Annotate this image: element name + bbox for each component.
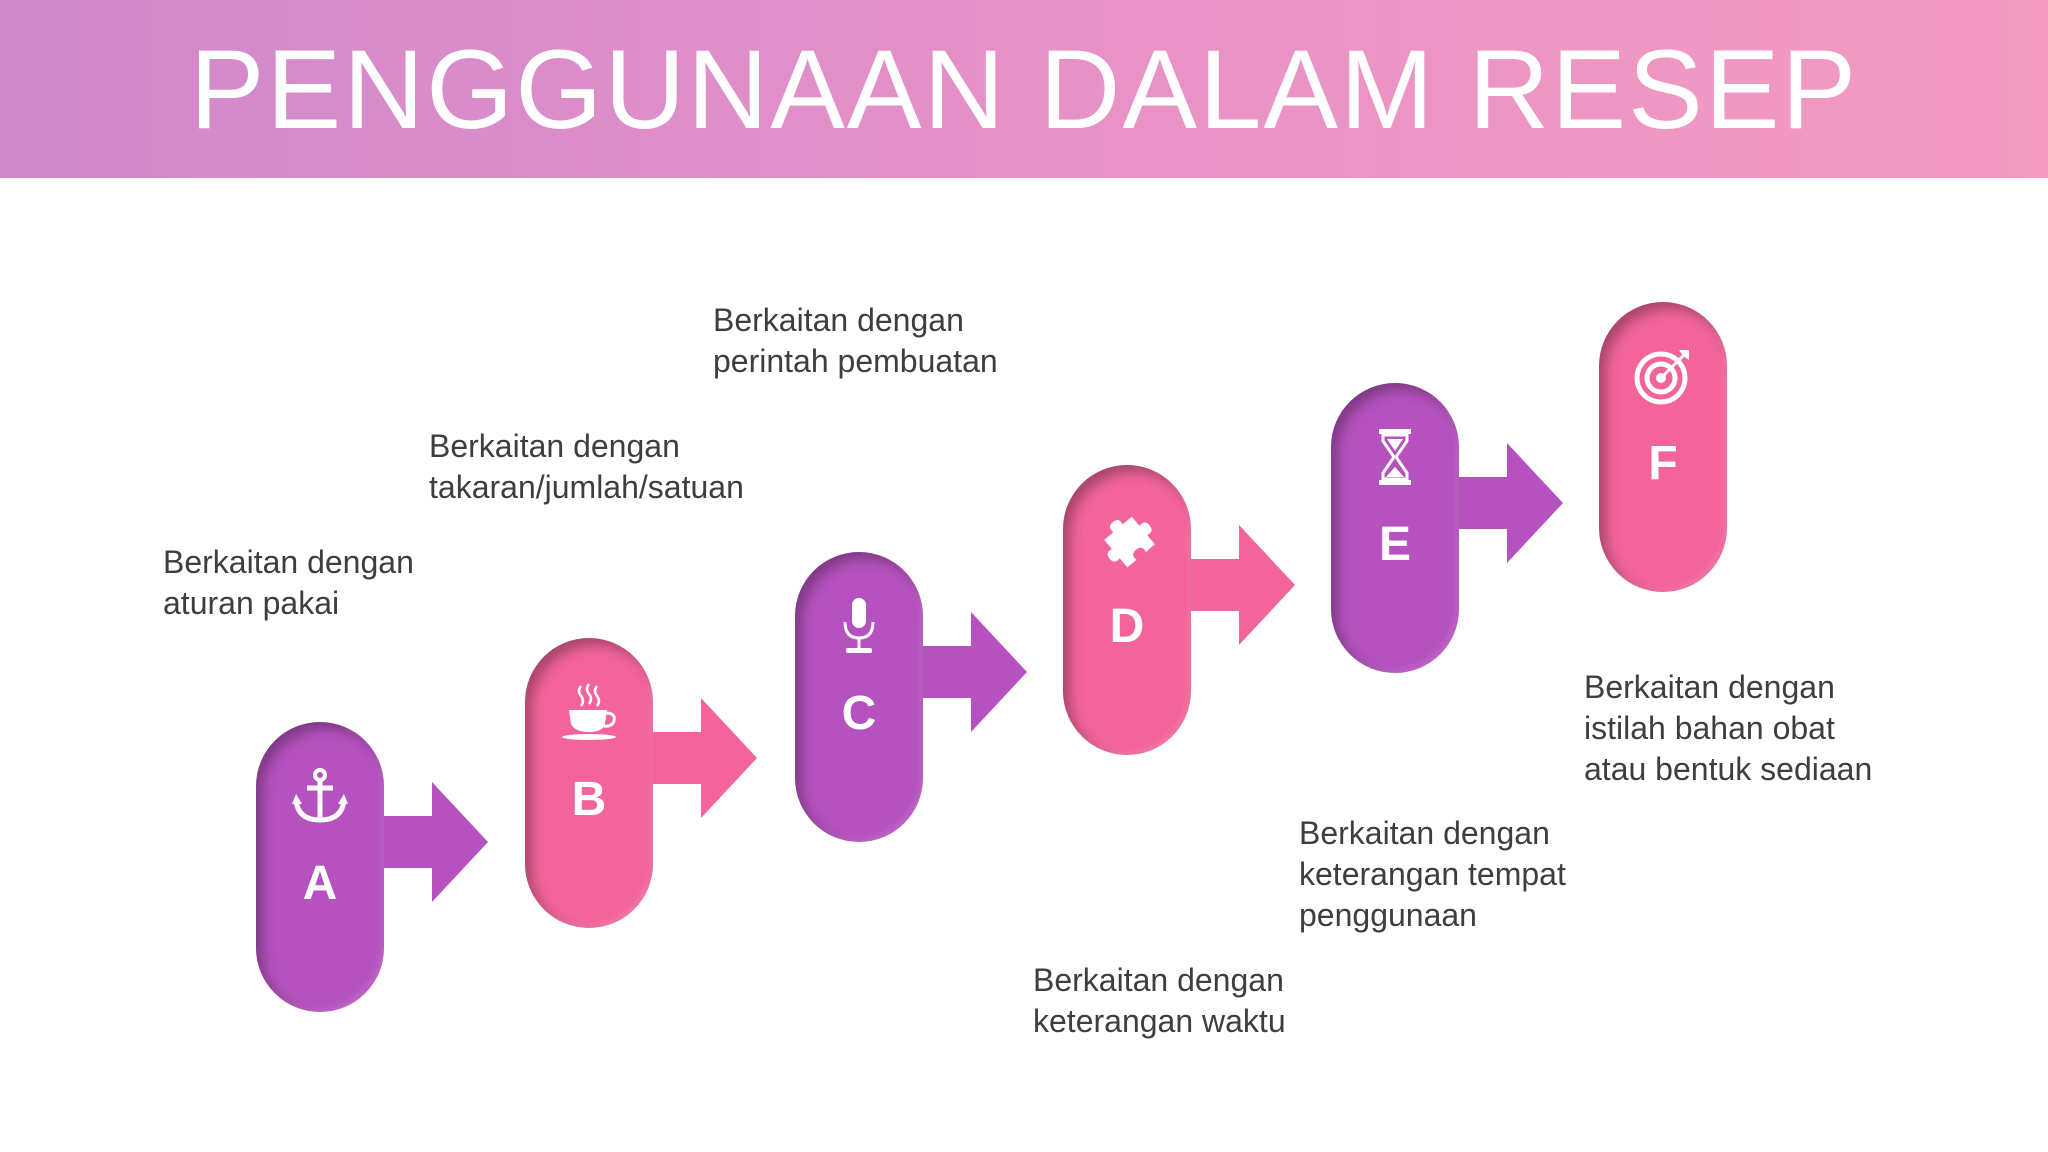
- step-letter: C: [841, 687, 877, 740]
- arrow-right-icon: [1423, 443, 1563, 563]
- step-letter: B: [571, 773, 607, 826]
- step-pill: A: [256, 722, 384, 1012]
- arrow-right-icon: [348, 782, 488, 902]
- puzzle-icon: [1097, 509, 1157, 569]
- hourglass-icon: [1365, 427, 1425, 487]
- microphone-icon: [829, 596, 889, 656]
- title-banner: PENGGUNAAN DALAM RESEP: [0, 0, 2048, 178]
- step-c-description: Berkaitan dengan perintah pembuatan: [713, 302, 998, 379]
- step-b-description: Berkaitan dengan takaran/jumlah/satuan: [429, 428, 744, 505]
- step-pill: B: [525, 638, 653, 928]
- step-pill: E: [1331, 383, 1459, 673]
- step-pill: C: [795, 552, 923, 842]
- step-pill: F: [1599, 302, 1727, 592]
- page-title: PENGGUNAAN DALAM RESEP: [189, 27, 1859, 152]
- target-icon: [1633, 346, 1693, 406]
- step-letter: F: [1648, 437, 1678, 490]
- step-f-description: Berkaitan dengan istilah bahan obat atau…: [1584, 669, 1873, 787]
- coffee-cup-icon: [559, 682, 619, 742]
- step-letter: A: [302, 857, 338, 910]
- arrow-right-icon: [887, 612, 1027, 732]
- anchor-icon: [290, 766, 350, 826]
- step-letter: D: [1109, 600, 1145, 653]
- arrow-right-icon: [1155, 525, 1295, 645]
- step-e-description: Berkaitan dengan keterangan tempat pengg…: [1299, 815, 1566, 933]
- step-letter: E: [1378, 518, 1411, 571]
- step-d-description: Berkaitan dengan keterangan waktu: [1033, 962, 1286, 1039]
- step-pill: D: [1063, 465, 1191, 755]
- step-a-description: Berkaitan dengan aturan pakai: [163, 544, 414, 621]
- arrow-right-icon: [617, 698, 757, 818]
